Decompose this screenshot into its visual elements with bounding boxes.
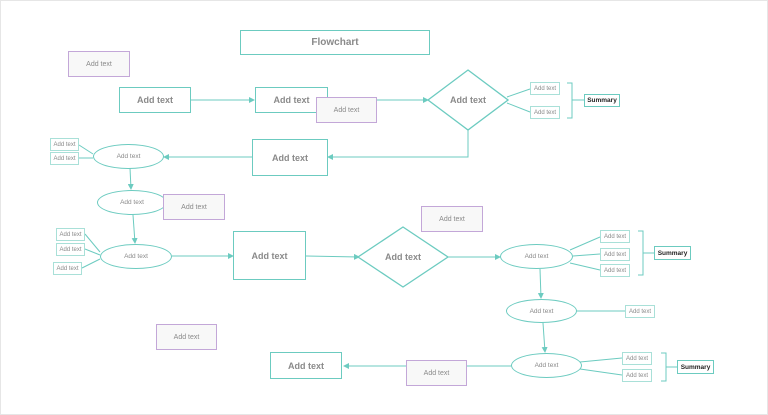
connector [305,253,360,260]
ellipse-node: Add text [97,190,167,215]
process-box: Add text [252,139,328,176]
ellipse-node: Add text [93,144,164,169]
process-box: Add text [255,87,328,113]
tag-box: Add text [600,230,630,243]
process-box: Add text [119,87,191,113]
decision-label: Add text [385,252,421,262]
decision-diamond [356,226,450,288]
connector [569,236,601,251]
tag-box: Add text [622,352,652,365]
connector [579,357,623,363]
connector [78,144,94,155]
connector [579,368,623,376]
connector [81,258,101,269]
tag-box: Add text [530,106,560,119]
diagram-title: Flowchart [240,30,430,55]
tag-box: Add text [625,305,655,318]
tag-box: Add text [600,264,630,277]
connector [541,322,548,353]
tag-box: Add text [56,243,85,256]
note-box: Add text [156,324,217,350]
decision-label: Add text [450,95,486,105]
tag-box: Add text [50,152,79,165]
tag-box: Add text [622,369,652,382]
summary-bracket [567,82,573,119]
note-box: Add text [406,360,467,386]
ellipse-node: Add text [100,244,172,269]
note-box: Add text [421,206,483,232]
summary-bracket [638,230,644,276]
summary-box: Summary [654,246,691,260]
note-box: Add text [163,194,225,220]
summary-box: Summary [677,360,714,374]
connector [569,262,601,271]
connector [127,167,134,190]
summary-box: Summary [584,94,620,107]
connector [84,248,101,256]
connector [84,233,101,253]
connector [506,88,531,98]
decision-diamond [426,69,510,131]
ellipse-node: Add text [500,244,573,269]
connector [506,102,531,113]
note-box: Add text [68,51,130,77]
ellipse-node: Add text [511,353,582,378]
process-box: Add text [233,231,306,280]
tag-box: Add text [53,262,82,275]
connector [131,214,138,244]
tag-box: Add text [530,82,560,95]
tag-box: Add text [600,248,630,261]
note-box: Add text [316,97,377,123]
process-box: Add text [270,352,342,379]
tag-box: Add text [50,138,79,151]
connector [537,268,544,299]
tag-box: Add text [56,228,85,241]
connector [327,130,469,160]
summary-bracket [661,352,667,382]
ellipse-node: Add text [506,299,577,323]
connector [572,253,601,257]
